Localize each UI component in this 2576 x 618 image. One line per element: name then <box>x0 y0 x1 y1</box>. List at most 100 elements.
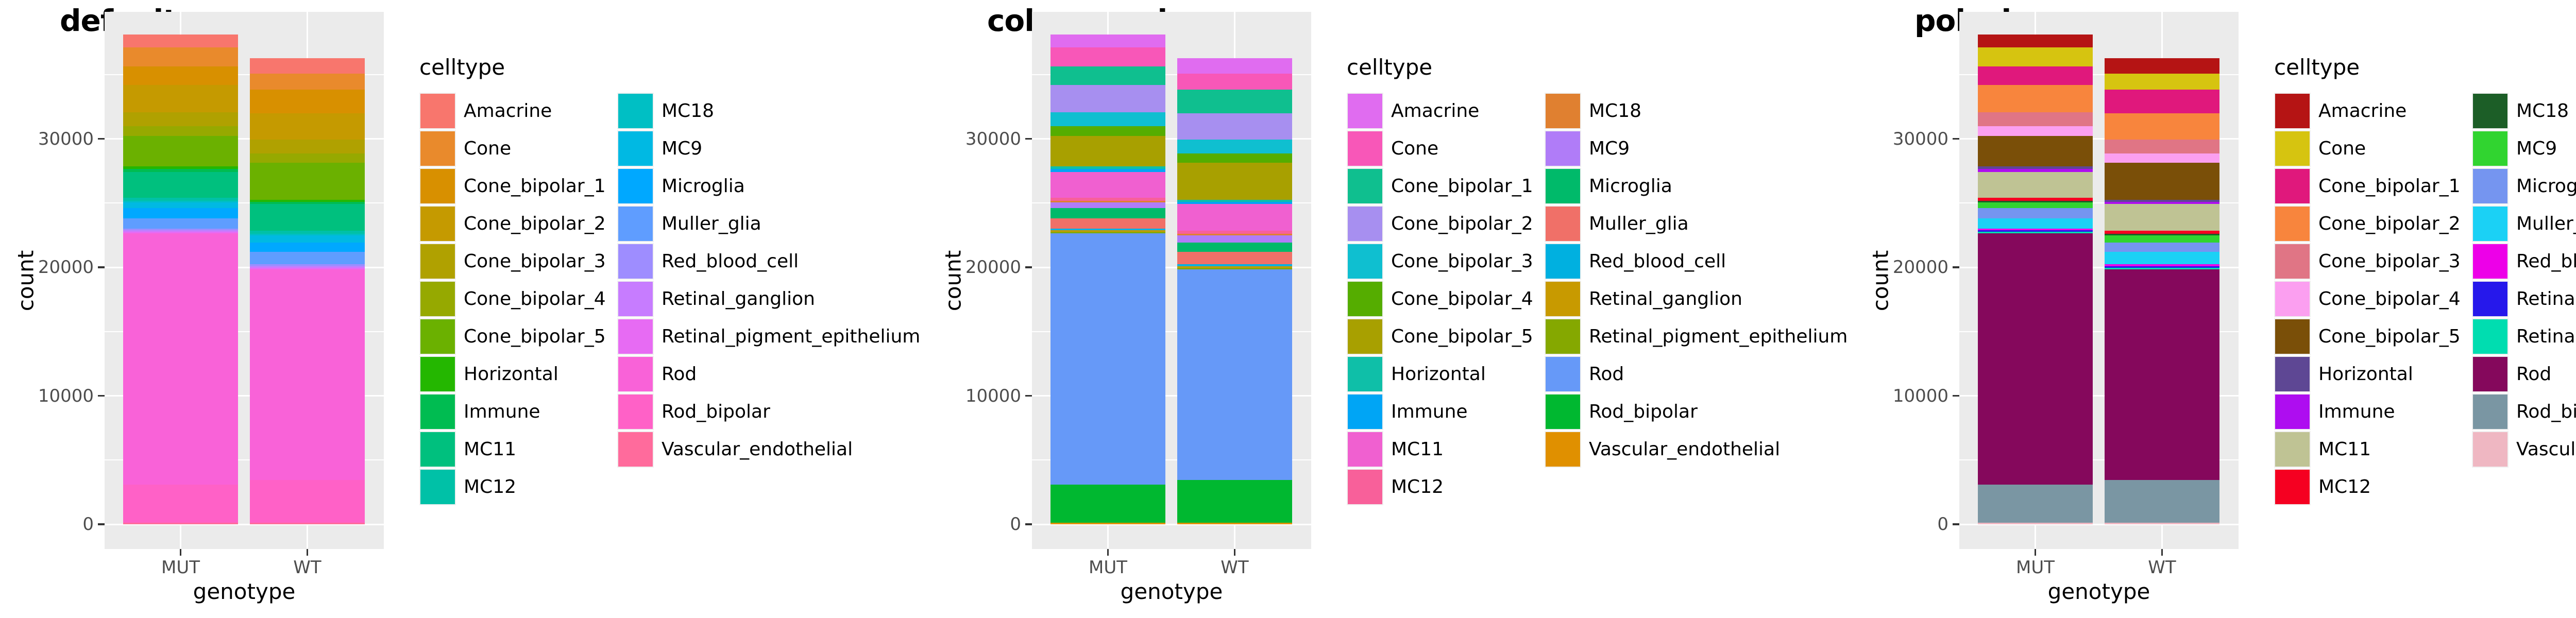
legend-swatch-Retinal_pigment_epithelium <box>618 319 653 354</box>
bar-segment-Cone_bipolar_5 <box>250 163 365 200</box>
legend-label-MC11: MC11 <box>464 439 517 460</box>
bar-segment-Cone_bipolar_4 <box>250 153 365 163</box>
legend-swatch-Red_blood_cell <box>2473 244 2507 279</box>
bar-segment-Vascular_endothelial <box>250 522 365 524</box>
y-tick-label: 10000 <box>965 385 1021 406</box>
legend-label-MC12: MC12 <box>1391 476 1444 497</box>
bar-segment-Cone_bipolar_1 <box>250 89 365 113</box>
bar-MUT <box>1978 12 2093 549</box>
gridline-minor <box>1959 459 2239 461</box>
y-tick-mark <box>98 523 105 525</box>
bar-segment-Immune <box>1177 201 1292 204</box>
bar-segment-Immune <box>123 168 238 172</box>
bar-segment-Retinal_pigment_epithelium <box>123 231 238 233</box>
y-tick-mark <box>1025 138 1032 140</box>
legend-swatch-Cone_bipolar_4 <box>420 282 455 316</box>
gridline-major <box>1959 138 2239 140</box>
y-tick-mark <box>1953 394 1959 397</box>
legend-swatch-Immune <box>420 394 455 429</box>
legend-swatch-MC18 <box>1546 94 1580 128</box>
legend-label-Retinal_pigment_epithelium: Retinal_pigment_epithelium <box>2516 326 2576 347</box>
bar-segment-MC11 <box>1050 171 1165 198</box>
bar-segment-Microglia <box>1050 208 1165 219</box>
legend-swatch-Cone_bipolar_1 <box>1348 169 1382 203</box>
bar-segment-Red_blood_cell <box>250 264 365 267</box>
y-tick-label: 0 <box>1937 514 1948 535</box>
bar-segment-Red_blood_cell <box>1978 229 2093 231</box>
legend-swatch-Cone_bipolar_5 <box>2275 319 2310 354</box>
legend-label-Immune: Immune <box>1391 401 1468 422</box>
bar-segment-Microglia <box>1177 243 1292 252</box>
legend-label-Cone_bipolar_3: Cone_bipolar_3 <box>464 251 606 272</box>
bar-segment-Cone_bipolar_2 <box>2105 113 2219 140</box>
gridline-minor <box>1032 331 1311 332</box>
y-tick-label: 30000 <box>38 128 94 149</box>
bar-segment-Cone_bipolar_4 <box>2105 153 2219 163</box>
legend-title: celltype <box>419 55 505 80</box>
y-tick-mark <box>1953 266 1959 268</box>
bar-segment-Cone_bipolar_3 <box>1177 139 1292 153</box>
gridline-major <box>105 523 384 525</box>
legend-swatch-MC18 <box>618 94 653 128</box>
legend-swatch-Cone <box>1348 131 1382 166</box>
legend-swatch-MC9 <box>2473 131 2507 166</box>
legend-swatch-Microglia <box>2473 169 2507 203</box>
legend-swatch-Amacrine <box>2275 94 2310 128</box>
bar-segment-MC18 <box>123 200 238 202</box>
legend-swatch-Cone_bipolar_1 <box>2275 169 2310 203</box>
bar-segment-Cone_bipolar_3 <box>1050 112 1165 127</box>
legend-swatch-Retinal_pigment_epithelium <box>2473 319 2507 354</box>
legend-swatch-Cone <box>2275 131 2310 166</box>
bar-WT <box>2105 12 2219 549</box>
bar-segment-MC11 <box>1978 171 2093 198</box>
legend-label-Vascular_endothelial: Vascular_endothelial <box>1589 439 1781 460</box>
legend-swatch-MC12 <box>1348 470 1382 504</box>
legend-swatch-Cone_bipolar_2 <box>420 207 455 241</box>
gridline-major <box>105 266 384 268</box>
chart-default: default0100002000030000MUTWTgenotypecoun… <box>0 0 927 618</box>
legend-label-Cone_bipolar_3: Cone_bipolar_3 <box>1391 251 1533 272</box>
y-tick-label: 30000 <box>965 128 1021 149</box>
legend-label-Rod_bipolar: Rod_bipolar <box>1589 401 1698 422</box>
y-tick-label: 30000 <box>1892 128 1948 149</box>
gridline-major <box>1032 138 1311 140</box>
legend-label-MC9: MC9 <box>2516 138 2557 159</box>
legend-swatch-Cone_bipolar_2 <box>2275 207 2310 241</box>
legend-label-Microglia: Microglia <box>1589 176 1672 197</box>
bar-segment-Horizontal <box>1050 166 1165 169</box>
y-tick-mark <box>1025 394 1032 397</box>
bar-segment-Cone_bipolar_1 <box>2105 89 2219 113</box>
bar-segment-MC18 <box>1177 234 1292 236</box>
legend-label-Red_blood_cell: Red_blood_cell <box>1589 251 1726 272</box>
bar-segment-Cone <box>1050 47 1165 67</box>
legend-label-MC12: MC12 <box>464 476 517 497</box>
x-tick-label: WT <box>2148 557 2176 578</box>
legend-swatch-MC9 <box>1546 131 1580 166</box>
legend-swatch-Microglia <box>618 169 653 203</box>
bar-segment-Cone_bipolar_3 <box>2105 139 2219 153</box>
legend-label-Cone: Cone <box>464 138 512 159</box>
bar-MUT <box>123 12 238 549</box>
bar-segment-Cone_bipolar_2 <box>250 113 365 140</box>
legend-label-MC9: MC9 <box>1589 138 1630 159</box>
x-tick-mark <box>1107 549 1109 556</box>
bar-segment-Cone_bipolar_2 <box>123 85 238 112</box>
bar-segment-Immune <box>1978 168 2093 172</box>
gridline-minor <box>1959 202 2239 204</box>
bar-segment-Red_blood_cell <box>2105 264 2219 267</box>
bar-segment-Cone_bipolar_4 <box>1978 126 2093 136</box>
legend-label-Cone_bipolar_2: Cone_bipolar_2 <box>464 213 606 234</box>
legend-swatch-Rod_bipolar <box>2473 394 2507 429</box>
legend-swatch-MC11 <box>2275 432 2310 467</box>
legend-label-Retinal_ganglion: Retinal_ganglion <box>2516 288 2576 310</box>
legend-label-Cone_bipolar_2: Cone_bipolar_2 <box>2318 213 2461 234</box>
bar-segment-Cone_bipolar_5 <box>1177 163 1292 200</box>
legend-label-Horizontal: Horizontal <box>1391 364 1486 385</box>
bar-segment-Amacrine <box>250 58 365 74</box>
bar-segment-Vascular_endothelial <box>1050 523 1165 524</box>
y-tick-label: 10000 <box>38 385 94 406</box>
bar-segment-Cone_bipolar_1 <box>1177 89 1292 113</box>
y-tick-mark <box>98 266 105 268</box>
x-tick-mark <box>2034 549 2037 556</box>
bar-segment-Microglia <box>123 208 238 219</box>
